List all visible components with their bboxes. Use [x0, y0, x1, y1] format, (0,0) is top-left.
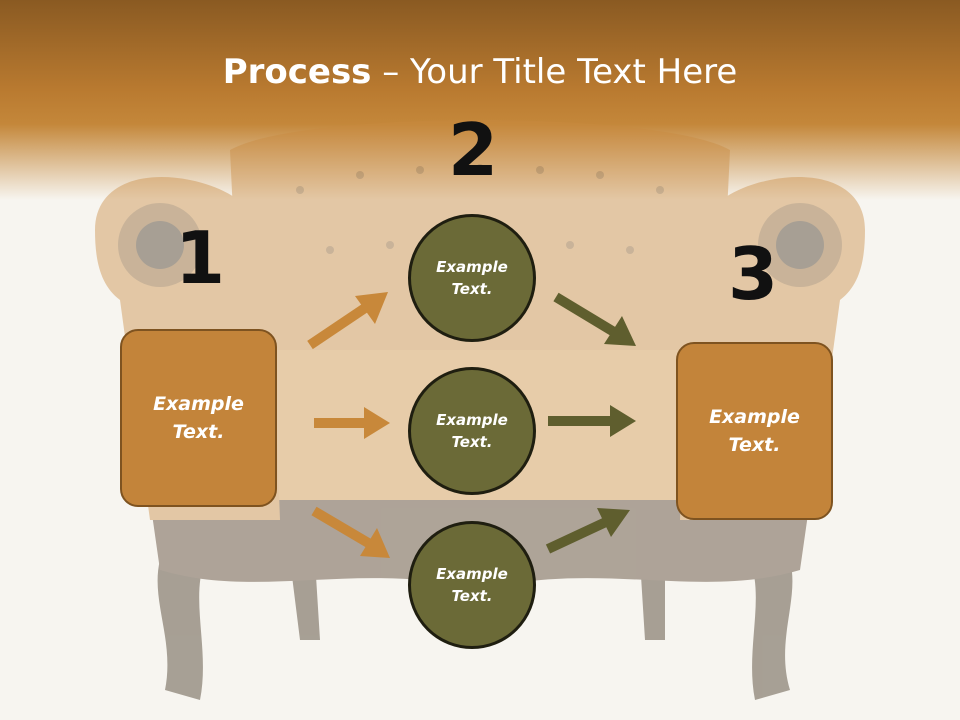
title-bold: Process — [222, 52, 372, 92]
step-1-box: Example Text. — [120, 329, 277, 507]
header-band — [0, 0, 960, 200]
arrow-from-circle-bottom — [545, 508, 630, 554]
arrow-from-circle-top — [553, 292, 636, 346]
arrow-to-circle-middle — [314, 407, 390, 439]
circle-bottom: Example Text. — [408, 521, 536, 649]
step-3-box: Example Text. — [676, 342, 833, 520]
circle-top: Example Text. — [408, 214, 536, 342]
step-number-3: 3 — [727, 232, 779, 316]
slide-title: Process – Your Title Text Here — [0, 52, 960, 92]
arrow-to-circle-top — [307, 292, 388, 350]
step-number-1: 1 — [174, 216, 226, 300]
step-1-label: Example Text. — [153, 392, 244, 444]
arrow-to-circle-bottom — [311, 506, 390, 558]
title-rest: – Your Title Text Here — [371, 52, 738, 92]
circle-middle: Example Text. — [408, 367, 536, 495]
step-number-2: 2 — [447, 108, 499, 192]
step-3-label: Example Text. — [709, 405, 800, 457]
circle-middle-label: Example Text. — [436, 410, 508, 452]
arrow-from-circle-middle — [548, 405, 636, 437]
circle-top-label: Example Text. — [436, 257, 508, 299]
circle-bottom-label: Example Text. — [436, 564, 508, 606]
